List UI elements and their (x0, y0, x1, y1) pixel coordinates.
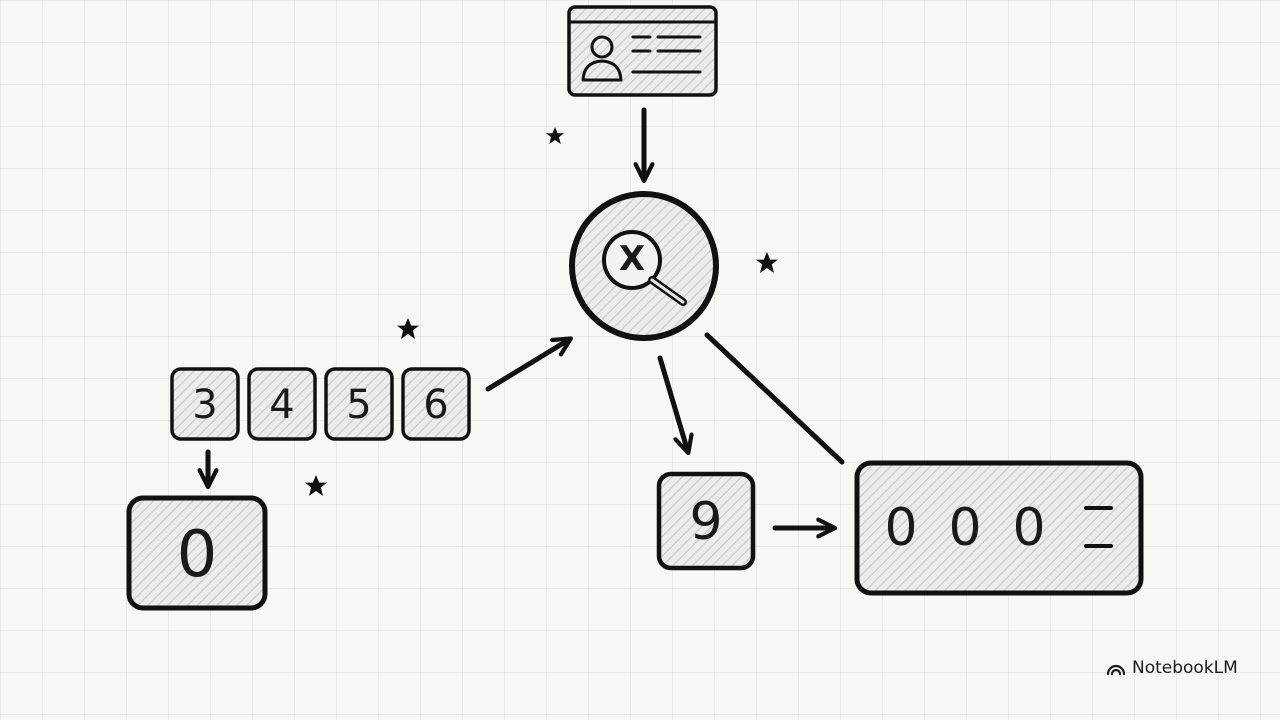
id-card-icon (567, 5, 718, 97)
notebooklm-badge: NotebookLM (1106, 658, 1238, 678)
notebooklm-logo-icon (1106, 664, 1126, 675)
input-digit-box: 4 (247, 367, 317, 441)
input-digit-box: 5 (324, 367, 394, 441)
sparkle-icon (397, 318, 419, 339)
notebooklm-label: NotebookLM (1132, 658, 1238, 678)
result-digit: 9 (689, 492, 722, 552)
result-card: 0 0 0 (854, 460, 1144, 596)
check-digit-box: 0 (126, 495, 268, 611)
input-digit: 6 (423, 382, 448, 428)
search-node-label: X (619, 239, 645, 279)
sparkle-icon (546, 127, 564, 144)
arrow-digits-to-center (485, 336, 573, 392)
input-digit: 5 (346, 382, 371, 428)
search-node: X (569, 191, 719, 341)
result-card-digit: 0 (884, 498, 917, 558)
connector-center-to-card (704, 332, 845, 465)
result-card-digit: 0 (948, 498, 981, 558)
arrow-center-to-result (657, 355, 694, 456)
result-digit-box: 9 (656, 471, 756, 571)
sparkle-icon (756, 252, 778, 273)
input-digit: 3 (192, 382, 217, 428)
result-card-digit: 0 (1012, 498, 1045, 558)
check-digit: 0 (177, 518, 218, 592)
input-digit-box: 3 (170, 367, 240, 441)
card-lines-icon (1084, 506, 1113, 548)
input-digit-row: 3 4 5 6 (170, 367, 471, 441)
input-digit-box: 6 (401, 367, 471, 441)
sparkle-icon (305, 475, 327, 496)
input-digit: 4 (269, 382, 294, 428)
